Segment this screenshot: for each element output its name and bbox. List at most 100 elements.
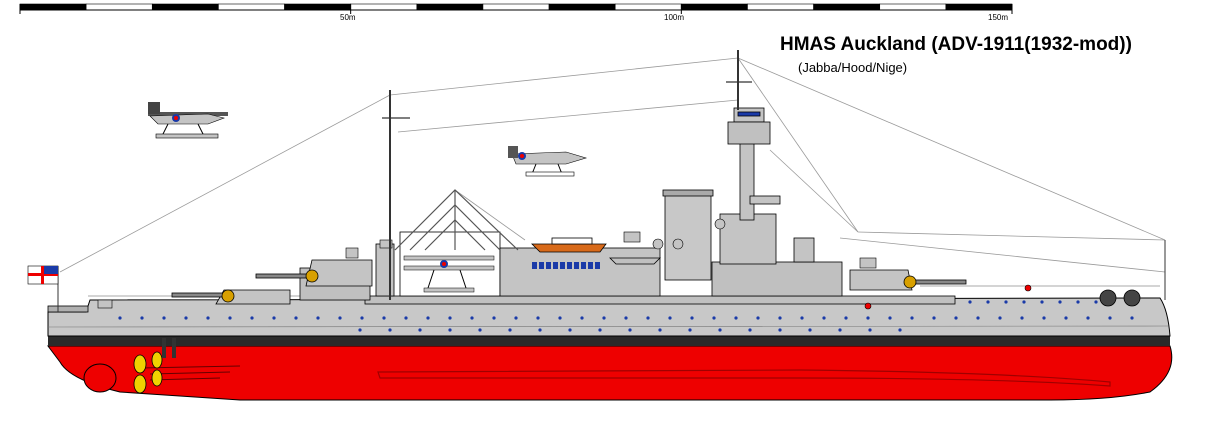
porthole [272, 316, 276, 320]
hangar-window [553, 262, 558, 269]
boat-lower [609, 257, 661, 265]
hangar-window [539, 262, 544, 269]
porthole [558, 316, 562, 320]
bridge-wing [749, 195, 781, 205]
hangar-window [546, 262, 551, 269]
porthole [426, 316, 430, 320]
turret-aft-lower [215, 289, 291, 305]
porthole [624, 316, 628, 320]
scale-label-150m: 150m [988, 13, 1008, 22]
porthole [118, 316, 122, 320]
porthole [382, 316, 386, 320]
porthole [778, 316, 782, 320]
porthole [976, 316, 980, 320]
scale-bar-segment [416, 3, 484, 11]
porthole [688, 328, 692, 332]
director-fwd [793, 237, 815, 263]
porthole [998, 316, 1002, 320]
porthole [508, 328, 512, 332]
porthole [538, 328, 542, 332]
porthole [162, 316, 166, 320]
porthole [418, 328, 422, 332]
porthole [1040, 300, 1044, 304]
hangar-window [560, 262, 565, 269]
hangar-side [499, 247, 661, 297]
porthole [1086, 316, 1090, 320]
turret-fwd-ring [903, 275, 917, 289]
funnel [664, 193, 712, 281]
hull [47, 297, 1173, 401]
porthole [690, 316, 694, 320]
porthole [388, 328, 392, 332]
hangar-window [574, 262, 579, 269]
aft-control-tower [375, 243, 395, 297]
porthole [800, 316, 804, 320]
porthole [808, 328, 812, 332]
turret-aft-upper-ring [305, 269, 319, 283]
porthole [1130, 316, 1134, 320]
rudder [83, 363, 117, 393]
porthole [968, 300, 972, 304]
white-ensign-icon [27, 265, 59, 285]
scale-label-100m: 100m [664, 13, 684, 22]
porthole [206, 316, 210, 320]
porthole [492, 316, 496, 320]
scale-bar-segment [350, 3, 418, 11]
page-subtitle: (Jabba/Hood/Nige) [798, 60, 908, 75]
scale-bar-segment [151, 3, 219, 11]
porthole [514, 316, 518, 320]
gun-barrel [171, 292, 229, 298]
porthole [628, 328, 632, 332]
porthole [1042, 316, 1046, 320]
porthole [140, 316, 144, 320]
bridge-block [719, 213, 777, 265]
scale-bar [19, 3, 1013, 14]
scale-bar-segment [482, 3, 550, 11]
porthole [536, 316, 540, 320]
porthole [580, 316, 584, 320]
porthole [756, 316, 760, 320]
scale-bar-segment [19, 3, 87, 11]
casemate-gun [1099, 289, 1117, 307]
scale-bar-segment [85, 3, 153, 11]
deckhouse-main [364, 295, 956, 305]
hangar-window [588, 262, 593, 269]
porthole [184, 316, 188, 320]
porthole [598, 328, 602, 332]
fwd-superstructure [711, 261, 843, 297]
porthole [910, 316, 914, 320]
porthole [1076, 300, 1080, 304]
bilge-keel [377, 369, 1111, 387]
porthole [898, 328, 902, 332]
porthole [1058, 300, 1062, 304]
porthole [822, 316, 826, 320]
scale-bar-segment [548, 3, 616, 11]
casemate-gun [1123, 289, 1141, 307]
scale-bar-segment [284, 3, 351, 11]
porthole [658, 328, 662, 332]
hull-lower [47, 345, 1173, 401]
funnel-cap [662, 189, 714, 197]
scale-bar-segment [614, 3, 682, 11]
scale-bar-segment [681, 3, 748, 11]
porthole [338, 316, 342, 320]
porthole [712, 316, 716, 320]
porthole [718, 328, 722, 332]
ships-boats [531, 237, 661, 265]
boat-cabin [551, 237, 593, 245]
scale-label-50m: 50m [340, 13, 356, 22]
propeller-icon [133, 351, 163, 394]
spotting-top [727, 121, 771, 145]
porthole [602, 316, 606, 320]
porthole [404, 316, 408, 320]
porthole [986, 300, 990, 304]
hangar-window [567, 262, 572, 269]
hangar-window [595, 262, 600, 269]
hangar-frame [399, 231, 501, 297]
hangar-windows [532, 262, 600, 269]
turret-fwd [849, 269, 913, 291]
scale-bar-segment [945, 3, 1013, 11]
porthole [844, 316, 848, 320]
